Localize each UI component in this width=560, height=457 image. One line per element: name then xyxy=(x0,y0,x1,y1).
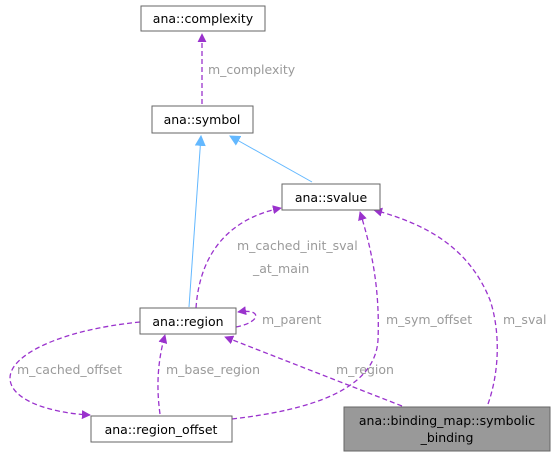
edge-m-sval xyxy=(373,207,498,405)
edge-label-m-cached-init-sval-2: _at_main xyxy=(252,261,309,276)
edge-label-m-sym-offset: m_sym_offset xyxy=(386,312,472,327)
edge-svalue-inherits-symbol xyxy=(229,135,313,183)
edge-m-parent xyxy=(235,306,257,328)
edge-label-m-region: m_region xyxy=(336,362,394,377)
node-region-offset[interactable]: ana::region_offset xyxy=(90,415,233,443)
node-svalue-label: ana::svalue xyxy=(295,190,368,205)
node-complexity[interactable]: ana::complexity xyxy=(140,5,266,32)
edge-label-m-complexity: m_complexity xyxy=(208,62,296,77)
edge-m-cached-offset xyxy=(9,321,141,420)
node-symbol-label: ana::symbol xyxy=(164,112,241,127)
node-complexity-label: ana::complexity xyxy=(153,11,254,26)
node-binding-map-symbolic-binding[interactable]: ana::binding_map::symbolic _binding xyxy=(343,406,551,452)
edge-label-m-cached-offset: m_cached_offset xyxy=(17,362,122,377)
edge-m-sym-offset xyxy=(231,211,379,420)
edge-label-m-sval: m_sval xyxy=(503,312,546,327)
node-region-offset-label: ana::region_offset xyxy=(105,422,218,437)
edge-region-inherits-symbol xyxy=(188,134,206,308)
node-symbol[interactable]: ana::symbol xyxy=(151,105,254,134)
node-region[interactable]: ana::region xyxy=(139,307,237,335)
edge-m-cached-init-sval xyxy=(195,205,282,309)
node-binding-label-line2: _binding xyxy=(420,430,474,445)
node-binding-label-line1: ana::binding_map::symbolic xyxy=(359,413,535,428)
edge-label-m-base-region: m_base_region xyxy=(166,362,260,377)
node-svalue[interactable]: ana::svalue xyxy=(281,183,381,211)
edge-label-m-parent: m_parent xyxy=(262,312,321,327)
edge-m-base-region xyxy=(157,334,168,415)
edge-label-m-cached-init-sval-1: m_cached_init_sval xyxy=(237,238,358,253)
node-region-label: ana::region xyxy=(152,314,223,329)
